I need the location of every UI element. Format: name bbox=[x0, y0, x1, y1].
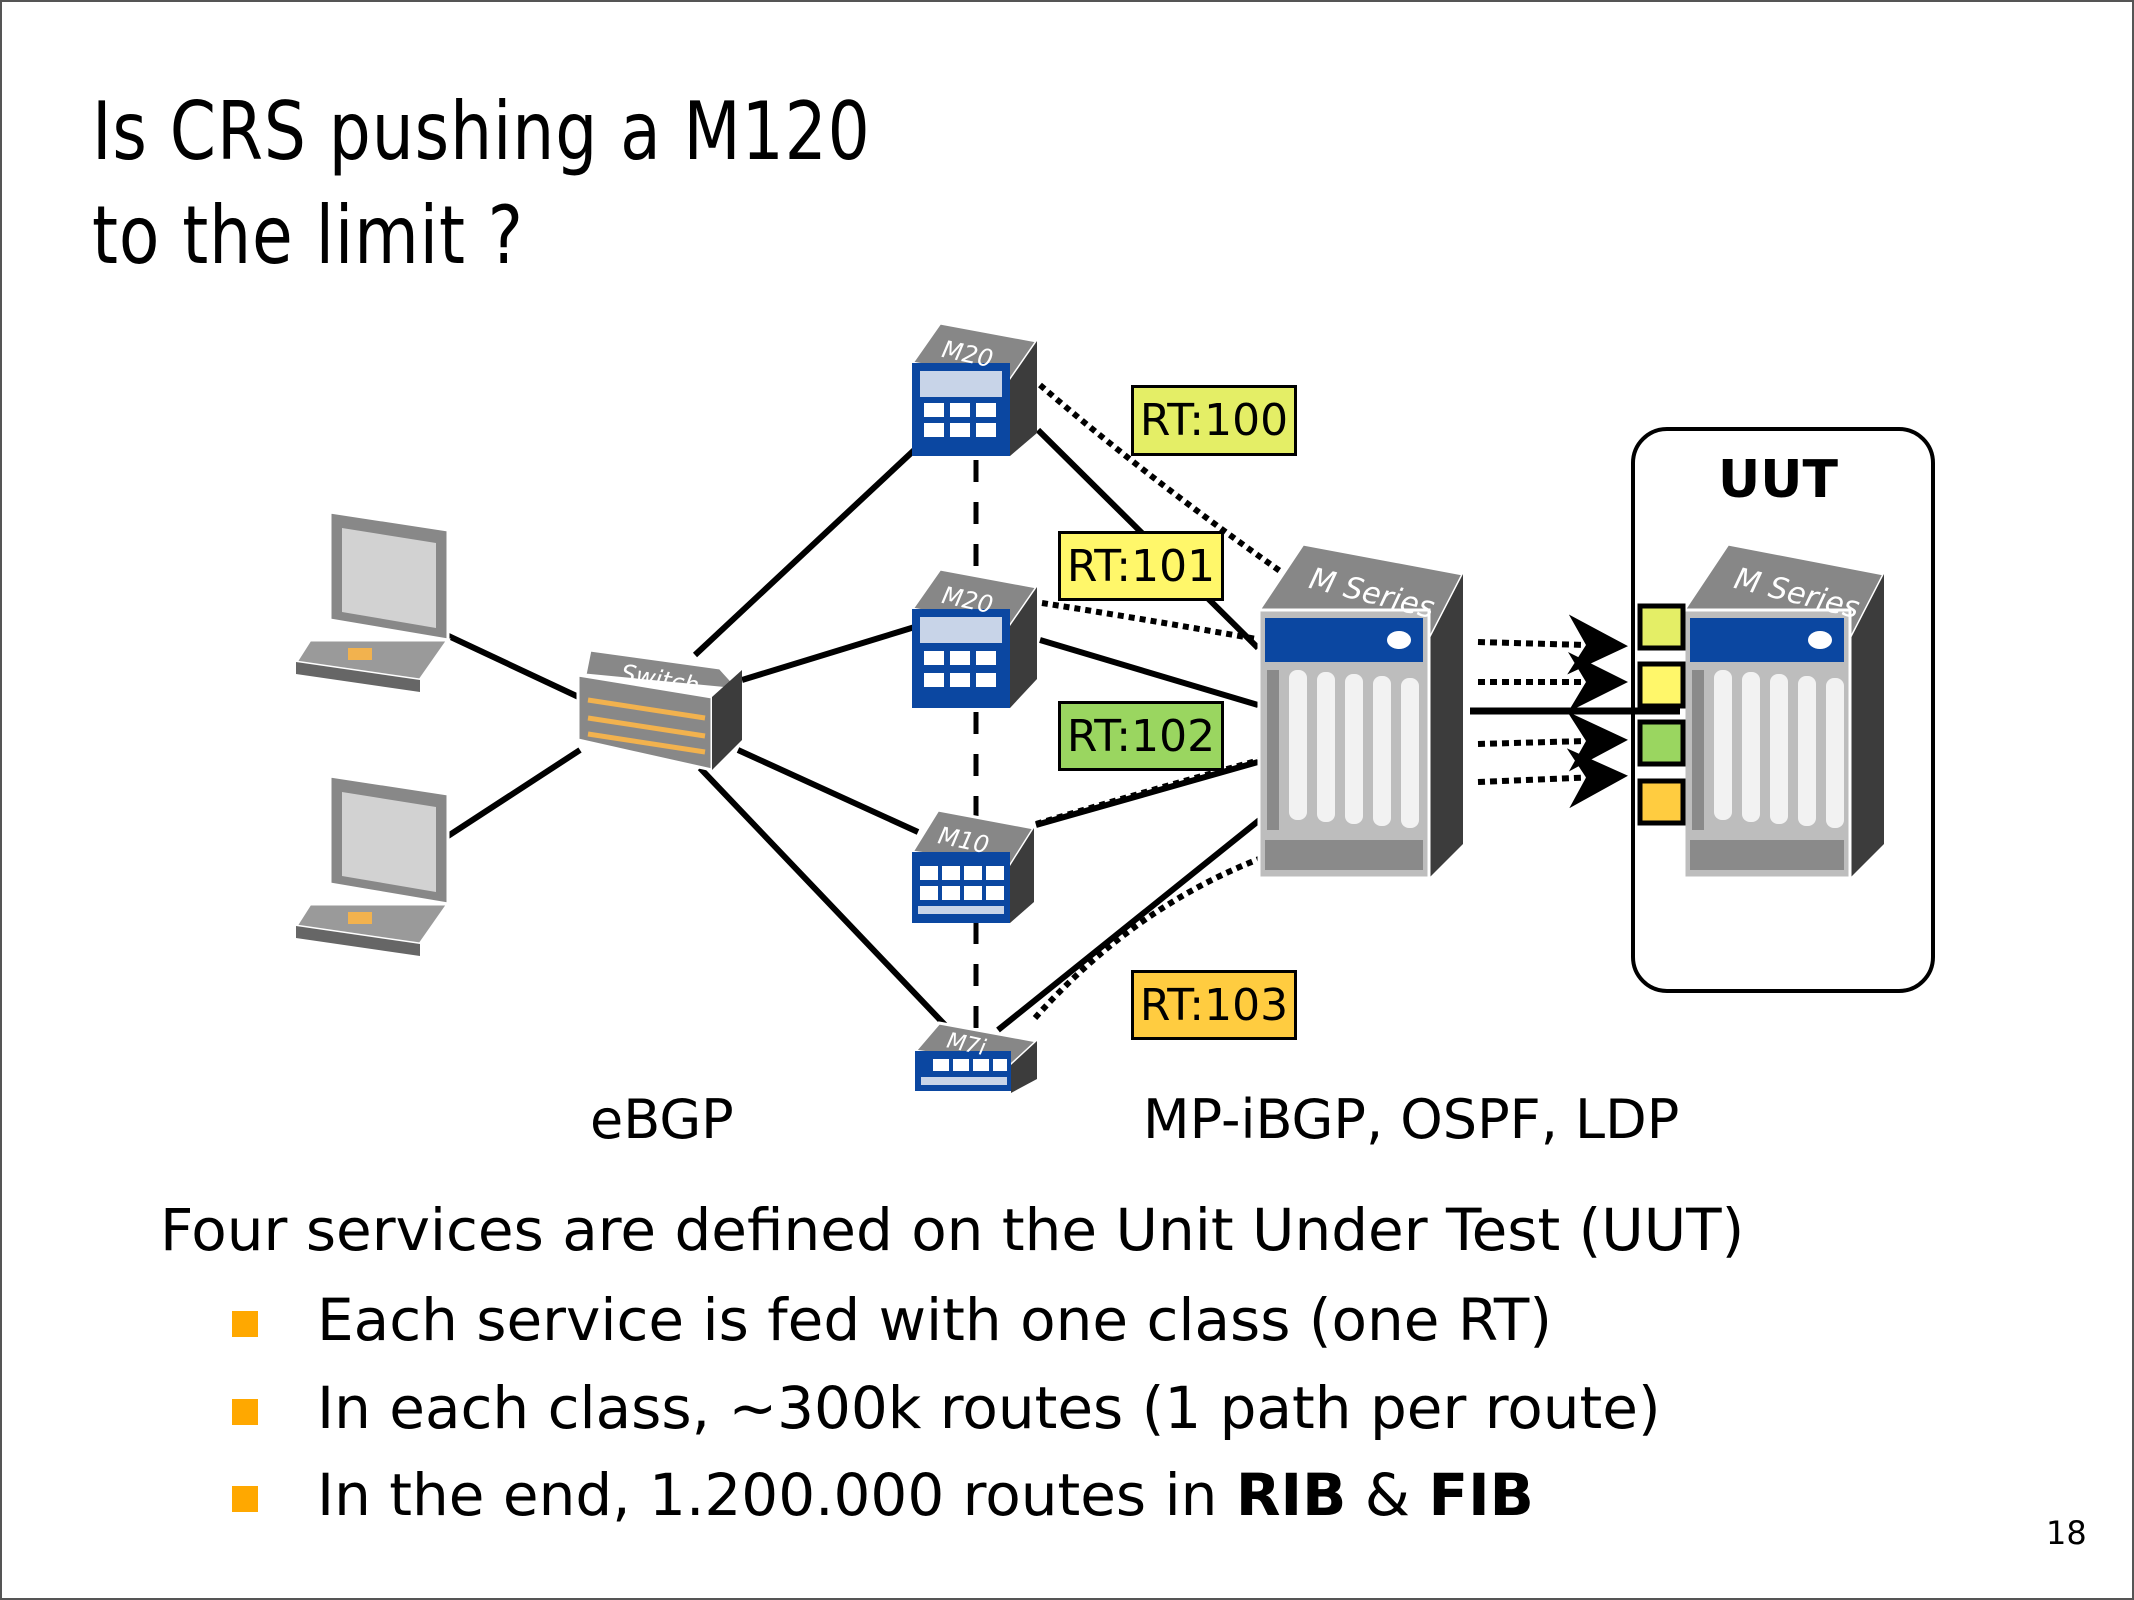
title-line-1: Is CRS pushing a M120 bbox=[92, 85, 871, 178]
rt-label-100: RT:100 bbox=[1131, 385, 1297, 456]
link-m7i-core bbox=[996, 815, 1264, 1033]
m20-mid-router-icon: M20 bbox=[909, 567, 1040, 708]
arrow-rt103 bbox=[1477, 748, 1628, 809]
rt-label-103-text: RT:103 bbox=[1139, 979, 1289, 1031]
rt-paths bbox=[1032, 382, 1292, 1020]
bullet-item-3-rib: RIB bbox=[1235, 1461, 1347, 1529]
bullet-square-icon bbox=[232, 1399, 258, 1425]
service-square-rt101 bbox=[1637, 661, 1686, 709]
link-laptop1-switch bbox=[438, 629, 587, 703]
service-square-rt103 bbox=[1637, 778, 1686, 826]
bullet-square-icon bbox=[232, 1486, 258, 1512]
uut-m-series-router-icon: M Series bbox=[1681, 542, 1887, 880]
rt-label-100-text: RT:100 bbox=[1139, 395, 1289, 446]
protocol-label-ebgp: eBGP bbox=[590, 1088, 734, 1151]
m7i-router-icon: M7i bbox=[912, 1021, 1041, 1093]
bullet-item-3-mid: & bbox=[1346, 1461, 1429, 1529]
title-line-2: to the limit ? bbox=[92, 189, 524, 282]
m20-top-router-icon: M20 bbox=[909, 321, 1040, 456]
slide-title: Is CRS pushing a M120 to the limit ? bbox=[92, 80, 871, 288]
protocol-label-ibgp: MP-iBGP, OSPF, LDP bbox=[1143, 1088, 1680, 1151]
rt-path-101 bbox=[1041, 600, 1263, 643]
bullet-item-1: Each service is fed with one class (one … bbox=[317, 1286, 1552, 1354]
rt-label-101: RT:101 bbox=[1058, 531, 1224, 601]
link-switch-m7i bbox=[697, 765, 948, 1028]
service-square-rt102 bbox=[1637, 719, 1686, 767]
uut-service-squares bbox=[1637, 603, 1686, 826]
uut-title: UUT bbox=[1718, 450, 1838, 510]
bullet-item-3: In the end, 1.200.000 routes in RIB & FI… bbox=[317, 1461, 1534, 1529]
link-switch-m10 bbox=[736, 747, 920, 835]
uut-feed-arrows bbox=[1477, 614, 1628, 809]
uut-box bbox=[1631, 427, 1935, 993]
arrow-rt102 bbox=[1477, 711, 1628, 772]
link-switch-m20mid bbox=[741, 623, 919, 683]
body-intro: Four services are defined on the Unit Un… bbox=[160, 1196, 1745, 1264]
m10-router-icon: M10 bbox=[909, 808, 1037, 923]
link-m20mid-core bbox=[1039, 637, 1259, 708]
bullet-item-2: In each class, ~300k routes (1 path per … bbox=[317, 1374, 1661, 1442]
rt-label-103: RT:103 bbox=[1131, 970, 1297, 1040]
bullet-item-3-prefix: In the end, 1.200.000 routes in bbox=[317, 1461, 1236, 1529]
rt-label-102: RT:102 bbox=[1058, 701, 1224, 771]
rt-label-101-text: RT:101 bbox=[1066, 540, 1216, 592]
service-square-rt100 bbox=[1637, 603, 1686, 651]
link-laptop2-switch bbox=[446, 747, 582, 839]
switch-icon: Switch bbox=[576, 648, 744, 772]
rt-path-100 bbox=[1038, 382, 1292, 581]
bullet-square-icon bbox=[232, 1311, 258, 1337]
arrow-rt100 bbox=[1477, 614, 1628, 675]
link-switch-m20top bbox=[692, 437, 928, 658]
core-m-series-router-icon: M Series bbox=[1256, 542, 1466, 880]
rt-label-102-text: RT:102 bbox=[1066, 710, 1216, 762]
laptop-icon-1 bbox=[293, 510, 451, 692]
laptop-icon-2 bbox=[293, 774, 451, 956]
page-number: 18 bbox=[2046, 1514, 2087, 1552]
bullet-item-3-fib: FIB bbox=[1428, 1461, 1534, 1529]
